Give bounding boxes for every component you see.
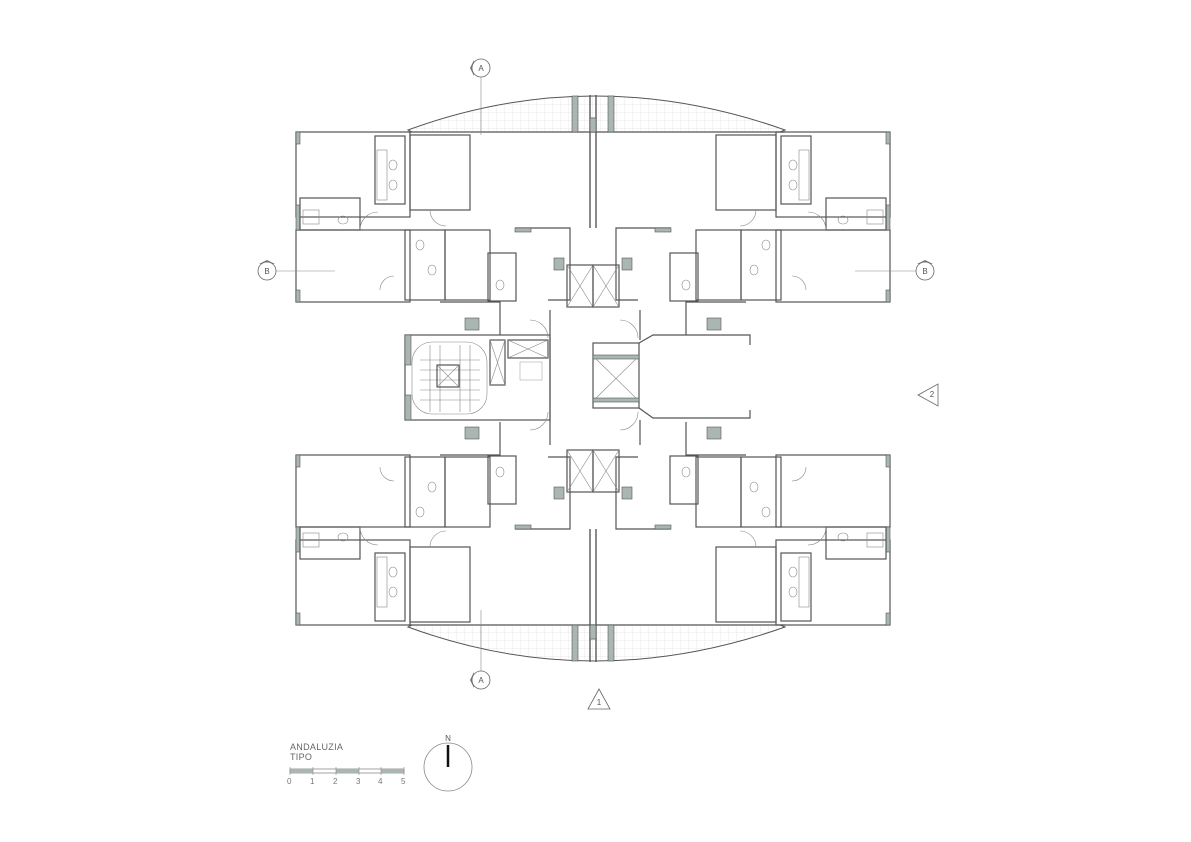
elevation-marker-1: 1 (587, 688, 611, 710)
scale-tick-0: 0 (287, 777, 292, 786)
scale-tick-5: 5 (401, 777, 406, 786)
drawing-title: ANDALUZIA (290, 742, 344, 752)
svg-text:2: 2 (930, 390, 935, 399)
section-marker-b-right: B (855, 260, 935, 281)
svg-text:1: 1 (597, 698, 602, 707)
scale-tick-2: 2 (333, 777, 338, 786)
section-marker-a-top: A (470, 58, 491, 135)
section-marker-a-bottom: A (470, 610, 491, 690)
north-arrow: N (423, 734, 473, 792)
drawing-subtitle: TIPO (290, 752, 313, 762)
elevation-marker-2: 2 (917, 383, 939, 407)
scale-bar (289, 767, 405, 775)
north-label: N (445, 734, 451, 743)
scale-tick-1: 1 (310, 777, 315, 786)
section-label: B (264, 267, 269, 276)
scale-tick-4: 4 (378, 777, 383, 786)
elevator-core (529, 310, 751, 445)
scale-tick-3: 3 (356, 777, 361, 786)
section-label: B (922, 267, 927, 276)
stair-core (404, 334, 551, 421)
section-label: A (478, 64, 484, 73)
accessibility-icon (519, 361, 543, 381)
title-block: ANDALUZIA TIPO (290, 742, 343, 762)
section-marker-b-left: B (257, 260, 335, 281)
section-label: A (478, 676, 484, 685)
